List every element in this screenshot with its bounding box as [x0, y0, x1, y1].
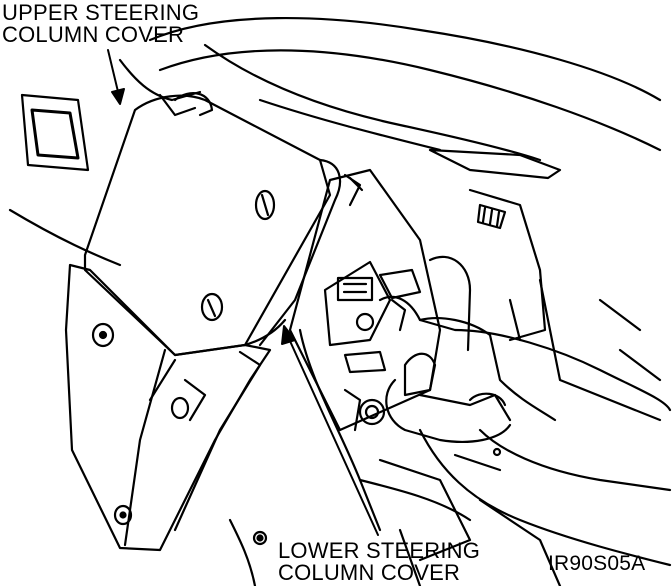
lower-cover-label: LOWER STEERING COLUMN COVER — [278, 540, 480, 584]
dash-vent — [8, 93, 122, 267]
figure-code: IR90S05A — [548, 552, 646, 575]
upper-cover-label-line1: UPPER STEERING — [2, 0, 200, 25]
lower-dash — [228, 328, 562, 586]
technician-hand — [378, 295, 672, 567]
upper-cover-label-line2: COLUMN COVER — [2, 22, 185, 47]
center-console — [288, 168, 662, 432]
lower-column-cover — [64, 263, 272, 552]
lower-cover-label-line1: LOWER STEERING — [278, 538, 481, 563]
leader-lower-arrow — [281, 325, 379, 536]
lower-cover-label-line2: COLUMN COVER — [278, 560, 461, 585]
steering-wheel — [118, 16, 662, 180]
upper-cover-label: UPPER STEERING COLUMN COVER — [2, 2, 199, 46]
leader-upper-arrow — [107, 49, 125, 105]
upper-column-cover — [83, 92, 342, 357]
